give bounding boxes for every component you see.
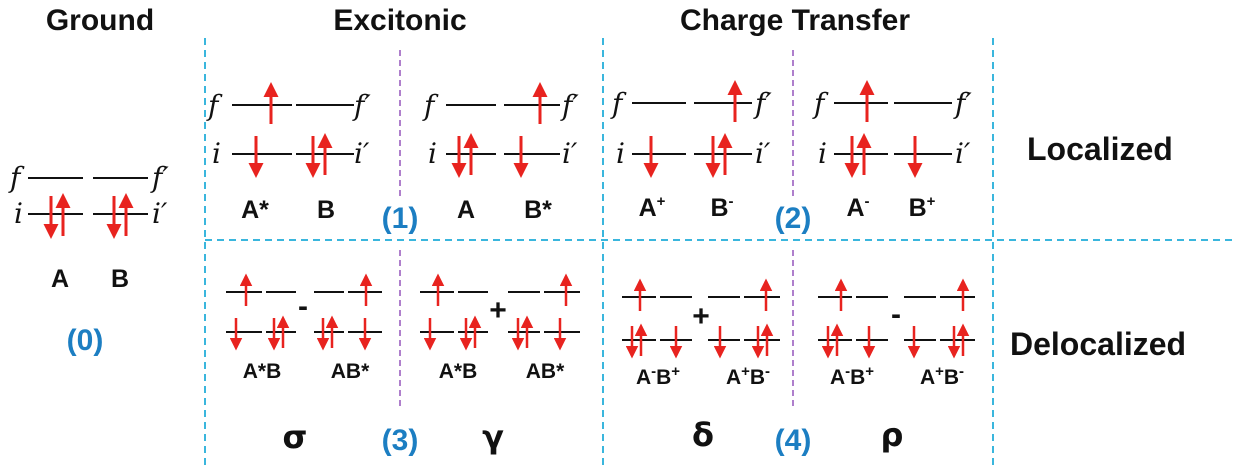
orbital-label-f-prime: f′ — [150, 161, 169, 194]
orbital-label-i: i — [14, 197, 23, 230]
species-label: A+B- — [726, 363, 770, 389]
species-label: A-B+ — [636, 363, 680, 389]
state-number-1: (1) — [382, 202, 419, 235]
header-charge-transfer: Charge Transfer — [680, 4, 910, 37]
localized-excitonic-left: f i f′ i′ A* B — [206, 82, 371, 224]
orbital-label-f: f — [206, 89, 223, 122]
header-ground: Ground — [46, 4, 154, 37]
label-delocalized: Delocalized — [1010, 326, 1186, 362]
orbital-label-f: f — [812, 87, 829, 120]
species-label: A-B+ — [830, 363, 874, 389]
species-label-cation: A+ — [639, 193, 666, 222]
localized-ct-left: f i f′ i′ A+ B- — [610, 80, 772, 222]
orbital-label-i-prime: i′ — [755, 137, 771, 170]
state-symbol-gamma: γ — [482, 418, 504, 456]
combination-sign: - — [298, 290, 308, 323]
label-localized: Localized — [1027, 131, 1173, 167]
localized-ct-right: f i f′ i′ A- B+ — [812, 80, 972, 222]
orbital-label-i-prime: i′ — [562, 137, 578, 170]
delocalized-ct-delta: + A-B+ A+B- δ — [622, 278, 780, 454]
orbital-label-f: f — [610, 87, 627, 120]
orbital-label-i-prime: i′ — [955, 137, 971, 170]
orbital-label-i: i — [212, 137, 221, 170]
state-symbol-rho: ρ — [881, 416, 904, 454]
orbital-label-f-prime: f′ — [953, 87, 972, 120]
orbital-label-i: i — [616, 137, 625, 170]
species-label: B* — [524, 196, 552, 224]
species-label: A* — [241, 196, 269, 224]
orbital-label-i: i — [818, 137, 827, 170]
orbital-label-f: f — [422, 89, 439, 122]
species-label-anion: B- — [710, 193, 733, 222]
orbital-label-i-prime: i′ — [152, 197, 168, 230]
delocalized-excitonic-gamma: + A*B AB* γ — [420, 273, 580, 456]
species-label: A*B — [243, 360, 282, 383]
species-label: A*B — [439, 360, 478, 383]
combination-sign: + — [489, 294, 507, 327]
species-label-cation: B+ — [909, 193, 936, 222]
state-number-3: (3) — [382, 424, 419, 457]
species-label: A+B- — [920, 363, 964, 389]
header-excitonic: Excitonic — [333, 4, 466, 37]
combination-sign: + — [692, 300, 710, 333]
species-label: AB* — [331, 360, 370, 383]
orbital-label-f: f — [8, 161, 25, 194]
species-label: A — [457, 196, 475, 224]
orbital-label-f-prime: f′ — [352, 89, 371, 122]
state-symbol-delta: δ — [692, 416, 714, 454]
localized-excitonic-right: f i f′ i′ A B* — [422, 82, 579, 224]
species-label: AB* — [526, 360, 565, 383]
grid-lines — [204, 38, 1233, 469]
orbital-label-i-prime: i′ — [354, 137, 370, 170]
delocalized-excitonic-sigma: - A*B AB* σ — [226, 273, 382, 456]
state-number-0: (0) — [67, 324, 104, 357]
orbital-label-i: i — [428, 137, 437, 170]
state-symbol-sigma: σ — [283, 418, 308, 456]
ground-diagram: f i f′ i′ A B (0) — [8, 161, 169, 357]
orbital-label-f-prime: f′ — [560, 89, 579, 122]
species-label-anion: A- — [846, 193, 869, 222]
combination-sign: - — [891, 298, 901, 331]
state-number-4: (4) — [775, 424, 812, 457]
orbital-label-f-prime: f′ — [753, 87, 772, 120]
species-label: B — [317, 196, 335, 224]
ground-label-b: B — [111, 265, 129, 293]
ground-label-a: A — [51, 265, 69, 293]
state-number-2: (2) — [775, 202, 812, 235]
delocalized-ct-rho: - A-B+ A+B- ρ — [818, 278, 975, 454]
sub-dividers — [399, 50, 794, 410]
